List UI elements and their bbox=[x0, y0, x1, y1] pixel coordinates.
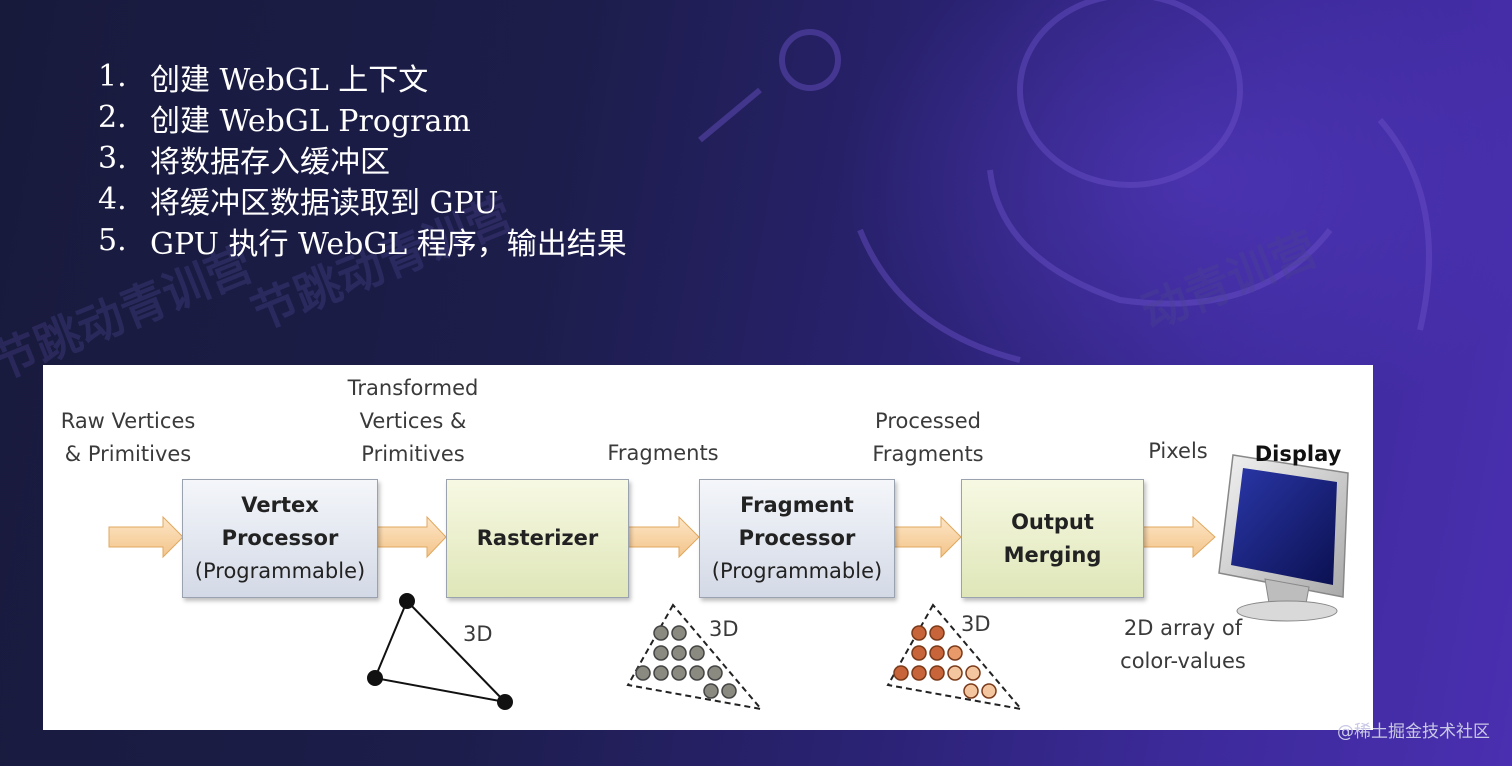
step-number: 1. bbox=[98, 59, 127, 94]
fragment-processor-subtitle: (Programmable) bbox=[711, 559, 883, 583]
label-line: color-values bbox=[1120, 649, 1246, 673]
step-item: 1. 创建 WebGL 上下文 bbox=[98, 56, 627, 98]
output-merging-title: Merging bbox=[1003, 542, 1102, 567]
transformed-label: Transformed Vertices & Primitives bbox=[333, 372, 493, 471]
step-item: 2. 创建 WebGL Program bbox=[98, 97, 627, 139]
watermark: @稀土掘金技术社区 bbox=[1337, 722, 1490, 742]
pipeline-graphics bbox=[108, 454, 1349, 711]
arrow-icon bbox=[892, 515, 962, 559]
processed-fragments-label: Processed Fragments bbox=[863, 405, 993, 471]
label-line: & Primitives bbox=[64, 442, 192, 466]
label-line: Transformed bbox=[347, 376, 479, 400]
label-line: Fragments bbox=[872, 442, 984, 466]
step-number: 4. bbox=[98, 182, 127, 217]
label-line: Pixels bbox=[1148, 439, 1208, 463]
color-array-label: 2D array of color-values bbox=[1103, 612, 1263, 678]
label-3d-fragments: 3D bbox=[709, 617, 739, 641]
step-item: 3. 将数据存入缓冲区 bbox=[98, 138, 627, 180]
pipeline-diagram: Vertex Processor (Programmable) Rasteriz… bbox=[43, 365, 1373, 730]
label-line: Raw Vertices bbox=[60, 409, 196, 433]
fragments-triangle-icon bbox=[626, 603, 764, 711]
step-list: 1. 创建 WebGL 上下文 2. 创建 WebGL Program 3. 将数据存… bbox=[98, 56, 627, 262]
label-line: Processed bbox=[875, 409, 981, 433]
label-3d-processed: 3D bbox=[961, 612, 991, 636]
step-text: 创建 WebGL Program bbox=[150, 103, 471, 139]
raw-vertices-label: Raw Vertices & Primitives bbox=[53, 405, 203, 471]
step-number: 5. bbox=[98, 223, 127, 258]
label-line: Fragments bbox=[607, 441, 719, 465]
astronaut-illustration bbox=[698, 0, 1432, 363]
arrow-icon bbox=[626, 515, 700, 559]
vertex-processor-subtitle: (Programmable) bbox=[194, 559, 366, 583]
label-3d-vertices: 3D bbox=[463, 622, 493, 646]
label-line: Vertices & bbox=[359, 409, 467, 433]
label-line: 2D array of bbox=[1123, 616, 1243, 640]
label-line: Display bbox=[1254, 442, 1342, 466]
vertex-processor-title: Processor bbox=[221, 526, 339, 550]
step-text: 创建 WebGL 上下文 bbox=[150, 62, 429, 98]
display-monitor-icon bbox=[1218, 454, 1349, 622]
pixels-label: Pixels bbox=[1138, 435, 1218, 468]
step-text: 将缓冲区数据读取到 GPU bbox=[150, 185, 499, 221]
step-number: 3. bbox=[98, 141, 127, 176]
arrow-icon bbox=[1142, 515, 1216, 559]
step-text: GPU 执行 WebGL 程序，输出结果 bbox=[150, 226, 627, 262]
output-merging-title: Output bbox=[1011, 509, 1094, 534]
fragment-processor-title: Processor bbox=[738, 526, 856, 550]
vertex-processor-title: Vertex bbox=[241, 493, 319, 517]
vertex-processor-box: Vertex Processor (Programmable) bbox=[182, 479, 378, 598]
step-number: 2. bbox=[98, 100, 127, 135]
arrow-icon bbox=[376, 515, 447, 559]
output-merging-box: Output Merging bbox=[961, 479, 1144, 598]
rasterizer-title: Rasterizer bbox=[476, 526, 599, 550]
arrow-icon bbox=[108, 515, 184, 559]
fragments-label: Fragments bbox=[598, 437, 728, 470]
vertices-triangle-icon bbox=[367, 593, 513, 710]
step-text: 将数据存入缓冲区 bbox=[150, 144, 390, 180]
svg-text:动青训营: 动青训营 bbox=[1134, 221, 1325, 340]
fragment-processor-box: Fragment Processor (Programmable) bbox=[699, 479, 895, 598]
processed-fragments-triangle-icon bbox=[886, 603, 1024, 711]
label-line: Primitives bbox=[361, 442, 465, 466]
fragment-processor-title: Fragment bbox=[740, 493, 854, 517]
arrow-icons bbox=[108, 515, 1216, 559]
rasterizer-box: Rasterizer bbox=[446, 479, 629, 598]
step-item: 5. GPU 执行 WebGL 程序，输出结果 bbox=[98, 220, 627, 262]
display-label: Display bbox=[1248, 438, 1348, 471]
step-item: 4. 将缓冲区数据读取到 GPU bbox=[98, 179, 627, 221]
